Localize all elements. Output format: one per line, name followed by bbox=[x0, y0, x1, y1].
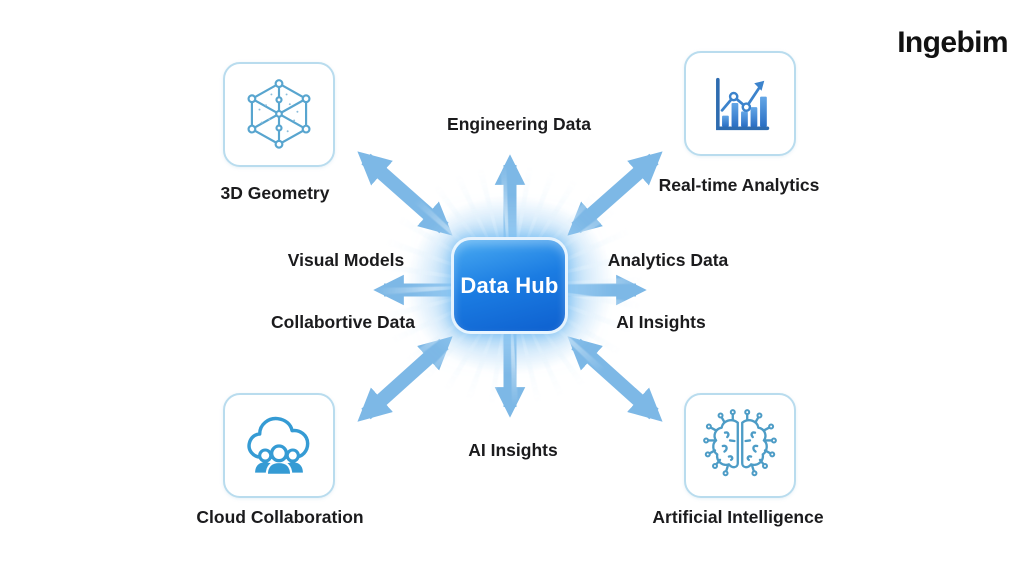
flow-label-analytics-data: Analytics Data bbox=[607, 250, 729, 270]
flow-label-ai-insights-right: AI Insights bbox=[616, 312, 706, 332]
flow-label-visual-models: Visual Models bbox=[287, 250, 405, 270]
node-label-cloud-collaboration: Cloud Collaboration bbox=[196, 507, 364, 527]
node-label-real-time-analytics: Real-time Analytics bbox=[658, 175, 820, 195]
cloud-team-icon bbox=[247, 416, 310, 476]
node-card-cloud-collaboration bbox=[223, 393, 335, 498]
cube-wireframe-icon bbox=[247, 78, 311, 149]
node-card-artificial-intelligence bbox=[684, 393, 796, 498]
brand-logo: Ingebim bbox=[897, 26, 1008, 59]
node-card-3d-geometry bbox=[223, 62, 335, 167]
flow-label-engineering-data: Engineering Data bbox=[447, 114, 591, 134]
flow-label-ai-insights-bottom: AI Insights bbox=[468, 440, 558, 460]
bar-line-chart-icon bbox=[716, 77, 770, 130]
data-hub-node: Data Hub bbox=[451, 237, 568, 334]
node-label-artificial-intelligence: Artificial Intelligence bbox=[652, 507, 824, 527]
flow-label-collabortive-data: Collabortive Data bbox=[271, 312, 415, 332]
ai-brain-circuit-icon bbox=[703, 408, 777, 476]
node-label-3d-geometry: 3D Geometry bbox=[220, 183, 330, 203]
node-card-real-time-analytics bbox=[684, 51, 796, 156]
data-hub-label: Data Hub bbox=[460, 272, 559, 298]
